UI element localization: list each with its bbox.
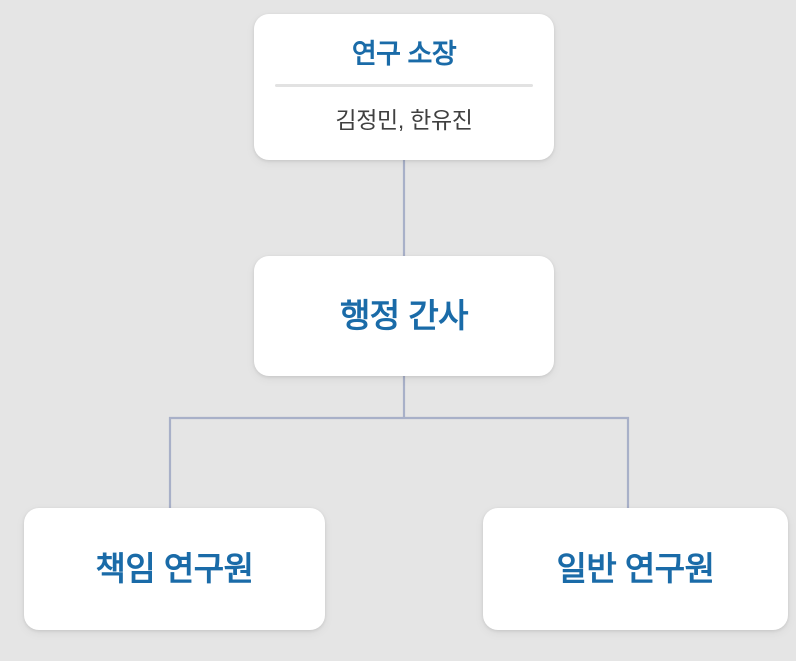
node-secretary-title: 행정 간사 [339,296,469,334]
node-director-divider [275,83,533,87]
node-general-researcher[interactable]: 일반 연구원 [483,508,788,630]
node-secretary[interactable]: 행정 간사 [254,256,554,376]
node-director-subtitle: 김정민, 한유진 [335,106,473,133]
node-general-researcher-title: 일반 연구원 [556,549,715,587]
node-senior-researcher-title: 책임 연구원 [95,549,254,587]
node-director-title: 연구 소장 [351,39,457,69]
node-director[interactable]: 연구 소장 김정민, 한유진 [254,14,554,160]
node-senior-researcher[interactable]: 책임 연구원 [24,508,325,630]
